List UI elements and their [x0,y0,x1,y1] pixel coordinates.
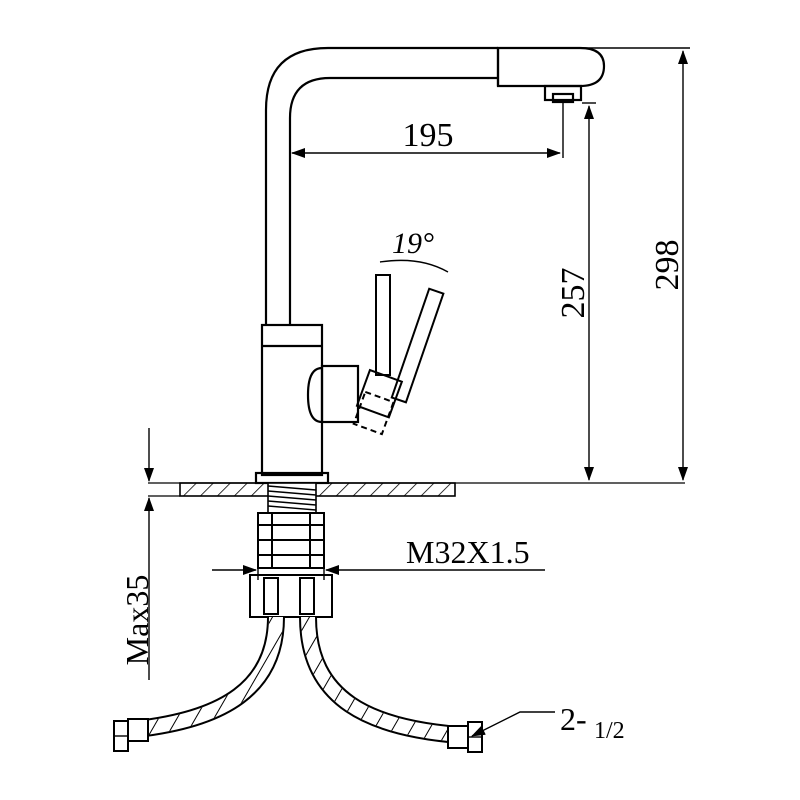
dimension-hose-connection-fraction: 1/2 [594,718,625,744]
right-flex-hose [299,616,483,753]
dimension-handle-angle-label: 19° [392,227,434,260]
dimension-hose-connection-whole: 2- [560,701,587,737]
left-flex-hose [113,616,285,752]
dimension-total-height [498,47,690,481]
dimension-outlet-height [582,102,596,481]
faucet-body [254,323,360,485]
dimension-outlet-height-label: 257 [555,268,592,319]
dimension-reach [291,100,564,158]
dimension-total-height-label: 298 [649,240,686,291]
countertop-section [148,482,685,514]
mounting-nut [249,512,333,618]
dimension-thread [212,548,545,580]
faucet-handle [352,259,449,436]
dimension-reach-label: 195 [403,117,454,154]
dimension-thread-label: M32X1.5 [406,534,530,570]
dimension-max-thickness-label: Max35 [119,575,155,666]
dimension-hose-connection [471,711,555,737]
faucet-spout [264,46,606,325]
